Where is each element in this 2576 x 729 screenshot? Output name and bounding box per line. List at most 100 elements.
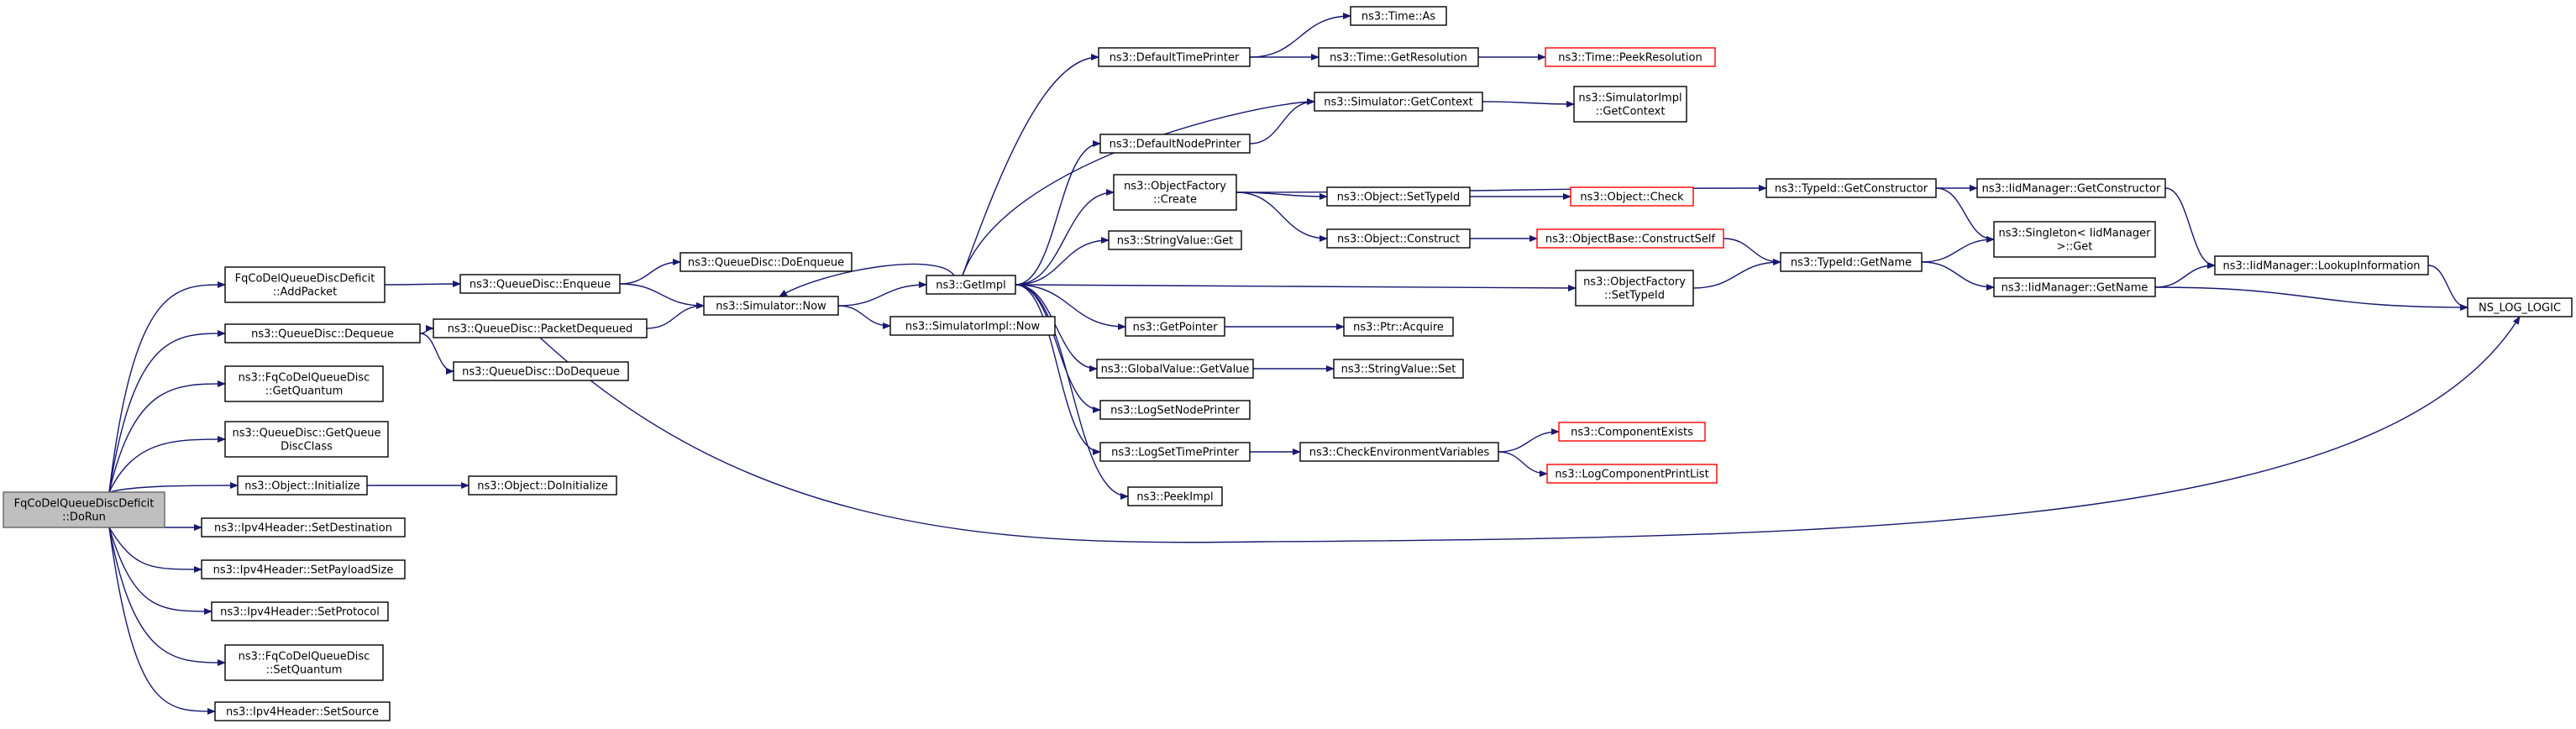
node-box-nsLogLogic — [2467, 297, 2573, 317]
node-objConstruct[interactable]: ns3::Object::Construct — [1326, 228, 1471, 249]
node-label-addPacket-1: ::AddPacket — [273, 286, 337, 299]
node-iidLookupInformation[interactable]: ns3::IidManager::LookupInformation — [2214, 255, 2429, 275]
node-simNow[interactable]: ns3::Simulator::Now — [703, 296, 839, 316]
node-box-objInitialize — [237, 475, 368, 496]
node-setDestination[interactable]: ns3::Ipv4Header::SetDestination — [201, 517, 406, 538]
node-setSource[interactable]: ns3::Ipv4Header::SetSource — [214, 701, 391, 721]
node-defaultTimePrinter[interactable]: ns3::DefaultTimePrinter — [1098, 47, 1251, 67]
node-addPacket[interactable]: FqCoDelQueueDiscDeficit::AddPacket — [224, 266, 386, 303]
node-typeIdGetConstructor[interactable]: ns3::TypeId::GetConstructor — [1765, 178, 1937, 198]
node-timePeekResolution[interactable]: ns3::Time::PeekResolution — [1545, 47, 1716, 67]
node-doInitialize[interactable]: ns3::Object::DoInitialize — [468, 475, 617, 496]
node-box-addPacket — [224, 266, 386, 303]
node-label-timePeekResolution-0: ns3::Time::PeekResolution — [1558, 52, 1702, 65]
node-label-getQueueDiscClass-1: DiscClass — [281, 441, 333, 454]
edge-enqueue-to-simNow — [619, 283, 705, 309]
edge-simGetContext-to-simImplGetContext — [1482, 100, 1575, 108]
node-objectFactoryCreate[interactable]: ns3::ObjectFactory::Create — [1113, 174, 1237, 211]
node-simImplNow[interactable]: ns3::SimulatorImpl::Now — [889, 316, 1056, 336]
node-constructSelf[interactable]: ns3::ObjectBase::ConstructSelf — [1536, 228, 1724, 249]
node-getPointer[interactable]: ns3::GetPointer — [1125, 317, 1225, 337]
node-dequeue[interactable]: ns3::QueueDisc::Dequeue — [224, 323, 421, 344]
node-doDequeue[interactable]: ns3::QueueDisc::DoDequeue — [453, 361, 629, 381]
node-box-objCheck — [1570, 186, 1694, 207]
node-label-typeIdGetConstructor-0: ns3::TypeId::GetConstructor — [1775, 183, 1928, 196]
node-label-checkEnv-0: ns3::CheckEnvironmentVariables — [1309, 447, 1490, 459]
node-stringValueGet[interactable]: ns3::StringValue::Get — [1108, 230, 1242, 250]
edge-getImpl-to-simNow — [779, 263, 955, 297]
node-iidGetName[interactable]: ns3::IidManager::GetName — [1993, 277, 2156, 297]
node-timeAs[interactable]: ns3::Time::As — [1350, 6, 1447, 26]
node-iidGetConstructor[interactable]: ns3::IidManager::GetConstructor — [1976, 178, 2166, 198]
node-enqueue[interactable]: ns3::QueueDisc::Enqueue — [459, 274, 621, 294]
node-label-objectFactoryCreate-0: ns3::ObjectFactory — [1124, 181, 1226, 193]
node-box-dequeue — [224, 323, 421, 344]
node-stringValueSet[interactable]: ns3::StringValue::Set — [1333, 359, 1464, 379]
node-label-enqueue-0: ns3::QueueDisc::Enqueue — [470, 279, 611, 291]
node-defaultNodePrinter[interactable]: ns3::DefaultNodePrinter — [1099, 134, 1251, 154]
node-checkEnv[interactable]: ns3::CheckEnvironmentVariables — [1299, 442, 1499, 462]
node-box-objectFactoryCreate — [1113, 174, 1237, 211]
node-box-singletonGet — [1993, 221, 2156, 258]
node-box-simGetContext — [1314, 92, 1483, 112]
node-box-setPayloadSize — [201, 559, 406, 580]
node-box-ptrAcquire — [1343, 317, 1454, 337]
node-label-logSetTimePrinter-0: ns3::LogSetTimePrinter — [1111, 447, 1239, 459]
node-box-doDequeue — [453, 361, 629, 381]
node-ofSetTypeId[interactable]: ns3::ObjectFactory::SetTypeId — [1575, 270, 1694, 307]
node-setPayloadSize[interactable]: ns3::Ipv4Header::SetPayloadSize — [201, 559, 406, 580]
node-logComponentPrintList[interactable]: ns3::LogComponentPrintList — [1546, 464, 1718, 484]
node-label-dequeue-0: ns3::QueueDisc::Dequeue — [251, 328, 394, 341]
node-typeIdGetName[interactable]: ns3::TypeId::GetName — [1780, 252, 1923, 272]
node-box-stringValueSet — [1333, 359, 1464, 379]
edge-iidLookupInformation-to-nsLogLogic — [2427, 265, 2468, 311]
node-box-getQuantum — [224, 365, 384, 402]
edge-getImpl-to-objectFactoryCreate — [1015, 189, 1115, 286]
node-label-globalValueGetValue-0: ns3::GlobalValue::GetValue — [1101, 364, 1250, 376]
node-getQuantum[interactable]: ns3::FqCoDelQueueDisc::GetQuantum — [224, 365, 384, 402]
node-logSetTimePrinter[interactable]: ns3::LogSetTimePrinter — [1099, 442, 1251, 462]
node-globalValueGetValue[interactable]: ns3::GlobalValue::GetValue — [1096, 359, 1254, 379]
node-label-singletonGet-1: >::Get — [2057, 241, 2093, 254]
node-nsLogLogic[interactable]: NS_LOG_LOGIC — [2467, 297, 2573, 317]
node-label-iidGetConstructor-0: ns3::IidManager::GetConstructor — [1982, 183, 2161, 196]
node-label-simImplGetContext-1: ::GetContext — [1596, 106, 1666, 118]
call-nodes: FqCoDelQueueDiscDeficit::DoRunFqCoDelQue… — [3, 6, 2573, 721]
node-box-defaultNodePrinter — [1099, 134, 1251, 154]
node-logSetNodePrinter[interactable]: ns3::LogSetNodePrinter — [1099, 400, 1251, 420]
node-box-iidLookupInformation — [2214, 255, 2429, 275]
node-label-constructSelf-0: ns3::ObjectBase::ConstructSelf — [1545, 233, 1716, 246]
node-label-logSetNodePrinter-0: ns3::LogSetNodePrinter — [1110, 405, 1240, 417]
edge-typeIdGetName-to-iidGetName — [1921, 261, 1995, 291]
node-peekImpl[interactable]: ns3::PeekImpl — [1127, 486, 1223, 506]
node-box-simImplNow — [889, 316, 1056, 336]
node-setProtocol[interactable]: ns3::Ipv4Header::SetProtocol — [211, 601, 389, 621]
edge-defaultTimePrinter-to-timeAs — [1249, 13, 1351, 58]
node-setQuantum[interactable]: ns3::FqCoDelQueueDisc::SetQuantum — [224, 644, 384, 681]
node-ptrAcquire[interactable]: ns3::Ptr::Acquire — [1343, 317, 1454, 337]
node-box-iidGetConstructor — [1976, 178, 2166, 198]
node-doRun[interactable]: FqCoDelQueueDiscDeficit::DoRun — [3, 491, 165, 528]
node-doEnqueue[interactable]: ns3::QueueDisc::DoEnqueue — [679, 252, 853, 272]
node-label-doRun-0: FqCoDelQueueDiscDeficit — [14, 498, 155, 511]
node-objCheck[interactable]: ns3::Object::Check — [1570, 186, 1694, 207]
node-label-getQueueDiscClass-0: ns3::QueueDisc::GetQueue — [233, 427, 381, 440]
node-singletonGet[interactable]: ns3::Singleton< IidManager >::Get — [1993, 221, 2156, 258]
node-componentExists[interactable]: ns3::ComponentExists — [1558, 422, 1706, 442]
node-timeGetResolution[interactable]: ns3::Time::GetResolution — [1318, 47, 1479, 67]
node-box-typeIdGetConstructor — [1765, 178, 1937, 198]
edge-simNow-to-getImpl — [837, 281, 927, 307]
node-objSetTypeId[interactable]: ns3::Object::SetTypeId — [1326, 186, 1471, 207]
node-getImpl[interactable]: ns3::GetImpl — [926, 275, 1016, 295]
node-box-simImplGetContext — [1573, 86, 1687, 123]
node-simGetContext[interactable]: ns3::Simulator::GetContext — [1314, 92, 1483, 112]
node-objInitialize[interactable]: ns3::Object::Initialize — [237, 475, 368, 496]
node-packetDequeued[interactable]: ns3::QueueDisc::PacketDequeued — [433, 318, 648, 338]
node-simImplGetContext[interactable]: ns3::SimulatorImpl::GetContext — [1573, 86, 1687, 123]
edge-getImpl-to-logSetTimePrinter — [1015, 284, 1101, 455]
edge-iidGetName-to-iidLookupInformation — [2154, 262, 2216, 288]
node-label-nsLogLogic-0: NS_LOG_LOGIC — [2479, 302, 2561, 315]
node-label-doDequeue-0: ns3::QueueDisc::DoDequeue — [462, 366, 620, 379]
node-box-typeIdGetName — [1780, 252, 1923, 272]
